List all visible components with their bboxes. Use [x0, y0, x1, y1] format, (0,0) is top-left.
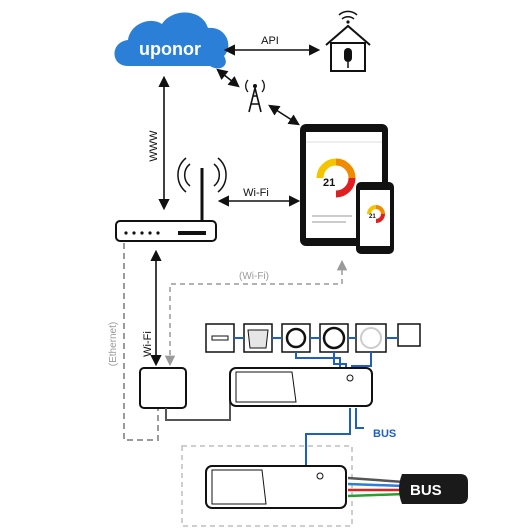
phone-temperature: 21 [369, 214, 376, 220]
ethernet-line [123, 243, 159, 441]
cell-tower-icon [245, 79, 265, 113]
ethernet-label: (Ethernet) [108, 322, 119, 366]
wifi-gray-label: (Wi-Fi) [239, 271, 269, 282]
cloud-tower-arrow [216, 68, 240, 88]
cloud-brand-label: uponor [139, 39, 201, 59]
cloud-icon: uponor [114, 12, 229, 69]
router-icon [115, 157, 227, 242]
gateway-icon [139, 367, 187, 409]
tower-tablet-arrow [268, 104, 300, 126]
wifi-vertical-label: Wi-Fi [142, 331, 154, 357]
thermostat-basic [205, 323, 235, 353]
slave-dashed-frame [181, 445, 353, 527]
smart-home-icon [325, 10, 371, 72]
api-label: API [261, 35, 279, 47]
bus-link-label: BUS [373, 428, 396, 440]
slave-controller-icon [205, 465, 347, 509]
thermostat-bus-wires [234, 337, 398, 468]
thermostat-square [397, 323, 421, 347]
gateway-controller-cable [165, 402, 231, 421]
tablet-temperature: 21 [323, 177, 335, 189]
www-label: WWW [148, 130, 160, 162]
cable-icon: BUS [347, 474, 468, 504]
bus-cable-label: BUS [410, 482, 442, 499]
smartphone-icon: 21 [356, 182, 394, 254]
controller-icon [229, 367, 373, 407]
wifi-gray-path [164, 259, 348, 367]
wifi-router-tablet-label: Wi-Fi [243, 187, 269, 199]
